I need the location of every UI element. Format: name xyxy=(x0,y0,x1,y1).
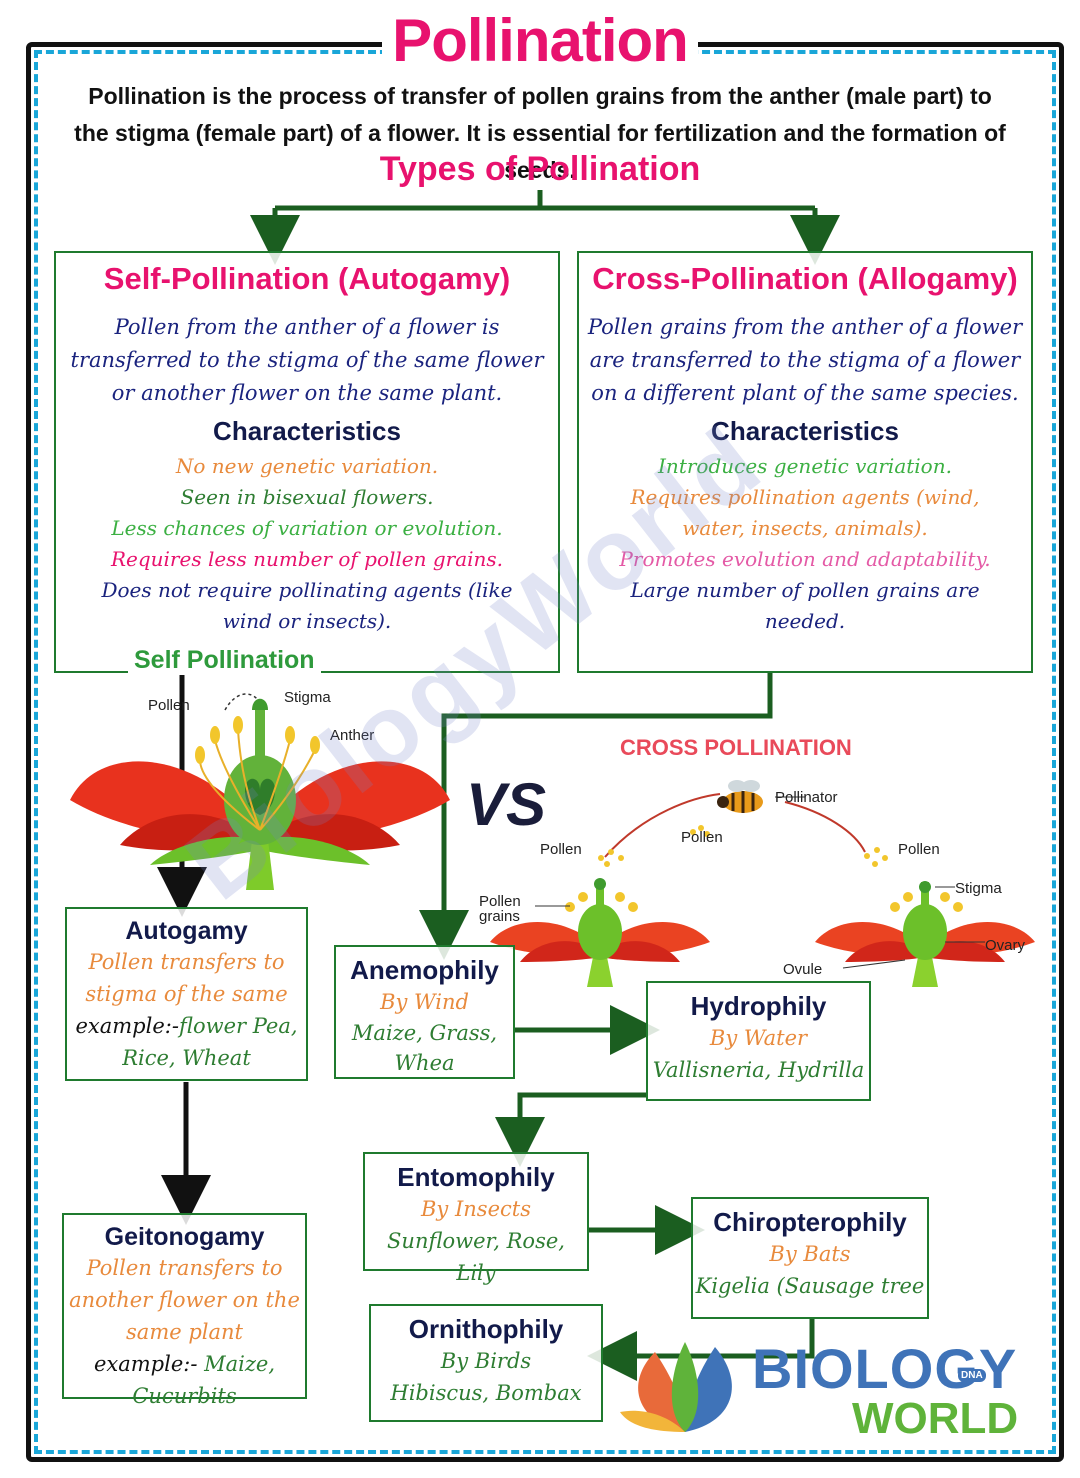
intro-text: Pollination is the process of transfer o… xyxy=(74,83,1006,183)
autogamy-description: Pollen transfers to stigma of the same xyxy=(85,950,288,1006)
anemophily-title: Anemophily xyxy=(350,955,499,985)
anther xyxy=(195,746,205,764)
label-pollen-grains-line1: Pollen xyxy=(479,893,521,910)
sepal-left xyxy=(150,836,260,865)
autogamy-title: Autogamy xyxy=(125,917,248,945)
cross-pollination-definition: Pollen grains from the anther of a flowe… xyxy=(587,315,1023,405)
label-pollen-right: Pollen xyxy=(898,841,940,858)
style xyxy=(255,710,265,770)
entomophily-title: Entomophily xyxy=(397,1162,555,1192)
self-char-item: Seen in bisexual flowers. xyxy=(180,485,434,509)
pollinator-path-right xyxy=(784,801,866,853)
self-pollination-title: Self-Pollination (Autogamy) xyxy=(103,261,511,296)
ornithophily-box: Ornithophily By Birds Hibiscus, Bombax xyxy=(369,1304,603,1422)
self-char-item: Less chances of variation or evolution. xyxy=(111,516,503,540)
label-anther: Anther xyxy=(330,727,374,744)
anther xyxy=(310,736,320,754)
autogamy-examples: flower Pea, Rice, Wheat xyxy=(122,1014,298,1070)
geitonogamy-examples: Maize, Cucurbits xyxy=(132,1352,276,1408)
label-pollen: Pollen xyxy=(148,697,190,714)
pollen-path xyxy=(224,693,259,711)
entomophily-agent: By Insects xyxy=(421,1197,531,1221)
page-title-text: Pollination xyxy=(382,7,698,74)
label-pollen-grains-line2: grains xyxy=(479,908,520,925)
entomophily-box: Entomophily By Insects Sunflower, Rose, … xyxy=(363,1152,589,1285)
self-char-item: Does not require pollinating agents (lik… xyxy=(101,578,513,633)
hydrophily-box: Hydrophily By Water Vallisneria, Hydrill… xyxy=(646,981,871,1101)
cross-pollination-title: Cross-Pollination (Allogamy) xyxy=(592,261,1018,296)
cross-pollination-illustration: Pollinator Pollen Pollen Pollen Pollen g… xyxy=(479,780,1035,987)
arrow-to-ornithophily xyxy=(587,1318,815,1381)
self-pollination-diagram-heading: Self Pollination xyxy=(128,646,321,675)
logo-world-text: WORLD xyxy=(852,1394,1019,1443)
cross-flower-left xyxy=(490,878,710,987)
label-ovary: Ovary xyxy=(985,937,1026,954)
ornithophily-agent: By Birds xyxy=(440,1349,532,1373)
entomophily-examples: Sunflower, Rose, Lily xyxy=(387,1229,565,1285)
stigma xyxy=(252,698,268,710)
hydrophily-title: Hydrophily xyxy=(690,991,827,1021)
chiropterophily-title: Chiropterophily xyxy=(713,1207,907,1237)
cross-characteristics-title: Characteristics xyxy=(711,416,899,446)
anemophily-box: Anemophily By Wind Maize, Grass, Whea xyxy=(334,945,515,1079)
arrow-to-anemophily xyxy=(419,672,773,960)
self-char-item: No new genetic variation. xyxy=(175,454,439,478)
anemophily-examples: Maize, Grass, Whea xyxy=(351,1021,498,1075)
biology-world-leaf-logo-icon xyxy=(620,1342,732,1432)
geitonogamy-description: Pollen transfers to another flower on th… xyxy=(69,1256,300,1344)
cross-char-item: Large number of pollen grains are needed… xyxy=(630,578,980,633)
geitonogamy-example-label: example:- xyxy=(93,1352,198,1376)
cross-pollination-box: Cross-Pollination (Allogamy) Pollen grai… xyxy=(577,251,1033,673)
hydrophily-agent: By Water xyxy=(709,1026,808,1050)
anther xyxy=(233,716,243,734)
anther xyxy=(285,726,295,744)
self-char-item: Requires less number of pollen grains. xyxy=(110,547,504,571)
self-pollination-definition: Pollen from the anther of a flower is tr… xyxy=(70,315,544,405)
cross-char-item: Introduces genetic variation. xyxy=(658,454,952,478)
hydrophily-examples: Vallisneria, Hydrilla xyxy=(652,1058,865,1082)
label-stigma: Stigma xyxy=(284,689,331,706)
autogamy-example-label: example:- xyxy=(75,1014,179,1038)
logo-biology-text: BIOLOGY xyxy=(752,1337,1018,1400)
ornithophily-title: Ornithophily xyxy=(408,1314,564,1344)
label-pollinator: Pollinator xyxy=(775,789,838,806)
chiropterophily-examples: Kigelia (Sausage tree xyxy=(695,1274,925,1298)
sepal-right xyxy=(260,836,370,865)
cross-char-item: Requires pollination agents (wind, water… xyxy=(630,485,980,540)
page-title: Pollination xyxy=(0,6,1080,75)
bee-icon xyxy=(717,780,763,813)
types-heading: Types of Pollination xyxy=(379,150,701,188)
cross-flower-right xyxy=(815,881,1035,987)
cross-char-item: Promotes evolution and adaptability. xyxy=(619,547,991,571)
label-ovule: Ovule xyxy=(783,961,822,978)
pollinator-path-left xyxy=(604,793,721,858)
label-pollen-left: Pollen xyxy=(540,841,582,858)
arrow-to-entomophily xyxy=(495,1092,648,1167)
label-pollen-center: Pollen xyxy=(681,829,723,846)
vs-label: VS xyxy=(466,771,547,838)
chiropterophily-box: Chiropterophily By Bats Kigelia (Sausage… xyxy=(691,1197,929,1319)
self-characteristics-title: Characteristics xyxy=(213,416,401,446)
cross-pollination-diagram-heading: CROSS POLLINATION xyxy=(620,735,852,760)
geitonogamy-title: Geitonogamy xyxy=(104,1223,265,1251)
ornithophily-examples: Hibiscus, Bombax xyxy=(390,1381,582,1405)
logo-dna-badge: DNA xyxy=(958,1369,986,1382)
chiropterophily-agent: By Bats xyxy=(769,1242,851,1266)
self-pollination-flower-illustration: Pollen Stigma Anther xyxy=(70,689,450,890)
anther xyxy=(210,726,220,744)
autogamy-box: Autogamy Pollen transfers to stigma of t… xyxy=(65,907,308,1081)
self-pollination-box: Self-Pollination (Autogamy) Pollen from … xyxy=(54,251,560,673)
types-branch-line xyxy=(275,190,815,211)
label-stigma-cross: Stigma xyxy=(955,880,1002,897)
geitonogamy-box: Geitonogamy Pollen transfers to another … xyxy=(62,1213,307,1408)
anemophily-agent: By Wind xyxy=(380,990,469,1014)
stem xyxy=(246,840,274,890)
